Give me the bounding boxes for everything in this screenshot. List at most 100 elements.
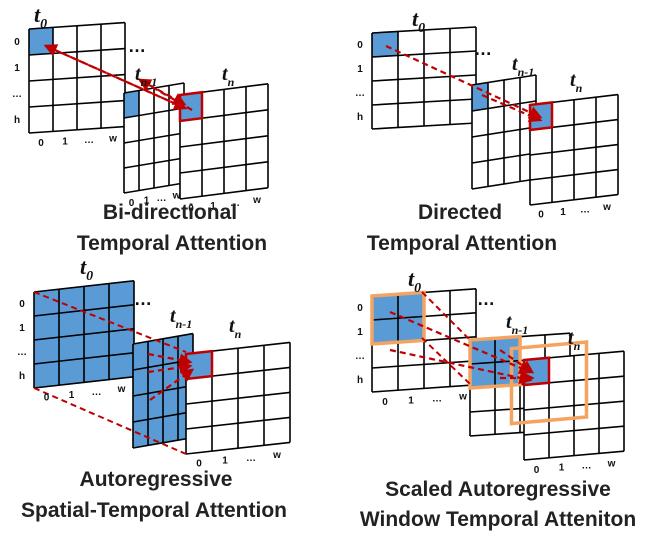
panel4-grid-t0-col-label: 0 [382, 397, 388, 408]
panel1-grid-tn-1-highlight-cell [124, 90, 139, 118]
panel4-grid-tn-col-label: … [582, 461, 592, 472]
panel2-grid-t0-row-label: h [357, 112, 363, 123]
panel3-grid-t0 [33, 280, 135, 389]
panel3-grid-t0-row-label: … [17, 347, 27, 358]
panel4-grid-tn-hline [523, 450, 625, 461]
panel3-grid-tn-col-label: … [246, 453, 256, 464]
panel2-grid-t0-hline [371, 122, 477, 130]
panel1-grid-tn-1-col-label: 0 [129, 198, 135, 209]
panel2-grid-tn-1 [471, 74, 537, 190]
panel4-arrow-t0-a [389, 310, 533, 374]
panel2-caption-line2: Temporal Attention [367, 232, 557, 255]
panel1-grid-tn-col-label: w [252, 195, 261, 206]
panel4-label-tn-1: tn-1 [506, 311, 528, 337]
panel4-grid-tn-outline [509, 340, 589, 426]
panel2-label-tn: tn [570, 69, 583, 95]
panel4-caption-line2: Window Temporal Atteniton [360, 508, 636, 531]
panel3-label-tn-1: tn-1 [170, 305, 192, 331]
panel3-grid-tn-1-hline [132, 436, 194, 449]
panel2-grid-t0-row-label: 1 [357, 64, 363, 75]
panel1-ellipsis: … [128, 36, 146, 56]
panel2-grid-tn-col-label: 1 [560, 207, 566, 218]
panel3-grid-tn-highlight-cell [186, 351, 212, 379]
panel1-grid-t0-col-label: 1 [62, 137, 68, 148]
panel4-arrow-t0-b [389, 348, 533, 385]
panel2-grid-tn [528, 93, 619, 206]
panel3-grid-tn-hline [185, 416, 291, 430]
panel1-grid-t0-hline [28, 125, 126, 134]
panel1-arrow-backward [43, 44, 186, 110]
panel4-grid-t0-col-label: … [432, 394, 442, 405]
panel1-grid-t0-row-label: 0 [14, 37, 20, 48]
panel3-caption-line2: Spatial-Temporal Attention [21, 499, 287, 522]
panel1-grid-tn-hline [179, 187, 269, 200]
panel3-grid-t0-hline [33, 352, 135, 365]
panel2-grid-t0-row-label: … [355, 88, 365, 99]
panel2-grid-tn-hline [529, 193, 619, 206]
panel1-arrow-fwd-prev [139, 79, 187, 106]
panel2-grid-tn-1-highlight-cell [472, 82, 488, 111]
panel2-label-t0: t0 [412, 6, 425, 36]
panel1-arrow-forward [45, 44, 188, 110]
panel4-grid-t0-row-label: h [357, 375, 363, 386]
panel1-grid-tn-1-hline [123, 182, 185, 194]
panel2-grid-t0 [371, 26, 477, 130]
panel2-grid-tn-col-label: 0 [538, 210, 544, 221]
panel3-frustum-bottom [33, 387, 187, 455]
panel4-grid-t0-col-label: w [458, 392, 467, 403]
panel3-frustum-top [33, 291, 187, 353]
panel3-label-t0: t0 [80, 254, 93, 284]
panel4-arrow-tn-1-a [499, 349, 535, 374]
panel4-grid-t0-hline [371, 360, 477, 369]
panel2-label-tn-1: tn-1 [512, 53, 534, 79]
panel2-arrow-from-tn-1 [481, 93, 543, 122]
panel4-grid-tn [509, 340, 625, 461]
panel1-caption-line2: Temporal Attention [77, 232, 267, 255]
panel1-grid-tn-col-label: 1 [210, 201, 216, 212]
panel1-grid-t0-col-label: w [108, 133, 117, 144]
panel3-grid-tn-col-label: 0 [196, 459, 202, 470]
panel2-grid-t0-highlight-cell [372, 31, 398, 57]
panel3-label-tn: tn [229, 315, 242, 341]
panel4-ellipsis: … [477, 289, 495, 309]
panel2-grid-t0-hline [371, 98, 477, 106]
panel4-grid-t0-row-label: … [355, 351, 365, 362]
panel2-grid-tn-col-label: w [602, 202, 611, 213]
panel3-grid-tn [184, 341, 291, 455]
panel4-window-top [421, 291, 471, 341]
panel3-grid-t0-col-label: 1 [69, 390, 75, 401]
panel3-grid-t0-hline [33, 376, 135, 389]
panel3-grid-t0-row-label: 1 [19, 323, 25, 334]
panel3-grid-tn-1-hline [132, 410, 194, 423]
panel1-label-t0: t0 [34, 2, 47, 32]
panel3-grid-tn-hline [185, 441, 291, 455]
panel1-grid-t0-row-label: 1 [14, 63, 20, 74]
panel3-grid-t0-row-label: h [19, 371, 25, 382]
panel1-grid-tn-1-col-label: … [157, 193, 167, 204]
panel4-grid-tn-hline [523, 425, 625, 436]
panel3-caption-line1: Autoregressive [80, 468, 233, 491]
panel3-grid-tn-col-label: 1 [222, 456, 228, 467]
panel3-grid-t0-col-label: w [117, 384, 126, 395]
panel4-grid-t0-row-label: 1 [357, 327, 363, 338]
panel1-label-tn-1: tn-1 [135, 63, 157, 89]
panel3-grid-tn-col-label: w [272, 450, 281, 461]
panel1-grid-t0-row-label: … [12, 89, 22, 100]
panel2-grid-tn-hline [529, 168, 619, 181]
panel1-grid-tn-1 [123, 82, 185, 194]
panel4-grid-t0-hline [371, 384, 477, 393]
panel2-grid-tn-1-hline [471, 152, 537, 164]
panel2-grid-tn-1-hline [471, 178, 537, 190]
panel1-grid-t0-col-label: 0 [38, 138, 44, 149]
panel1-grid-t0-row-label: h [14, 115, 20, 126]
panel1-grid-tn-1-hline [123, 157, 185, 169]
panel1-grid-tn-hline [179, 161, 269, 174]
panel2-grid-t0-row-label: 0 [357, 40, 363, 51]
panel3-arrow-c [149, 368, 195, 401]
panel4-grid-tn-col-label: 0 [534, 465, 540, 476]
panel1-grid-tn-col-label: … [230, 198, 240, 209]
panel4-grid-t0-row-label: 0 [357, 303, 363, 314]
panel3-grid-t0-col-label: 0 [44, 393, 50, 404]
panel4-grid-t0-col-label: 1 [408, 395, 414, 406]
